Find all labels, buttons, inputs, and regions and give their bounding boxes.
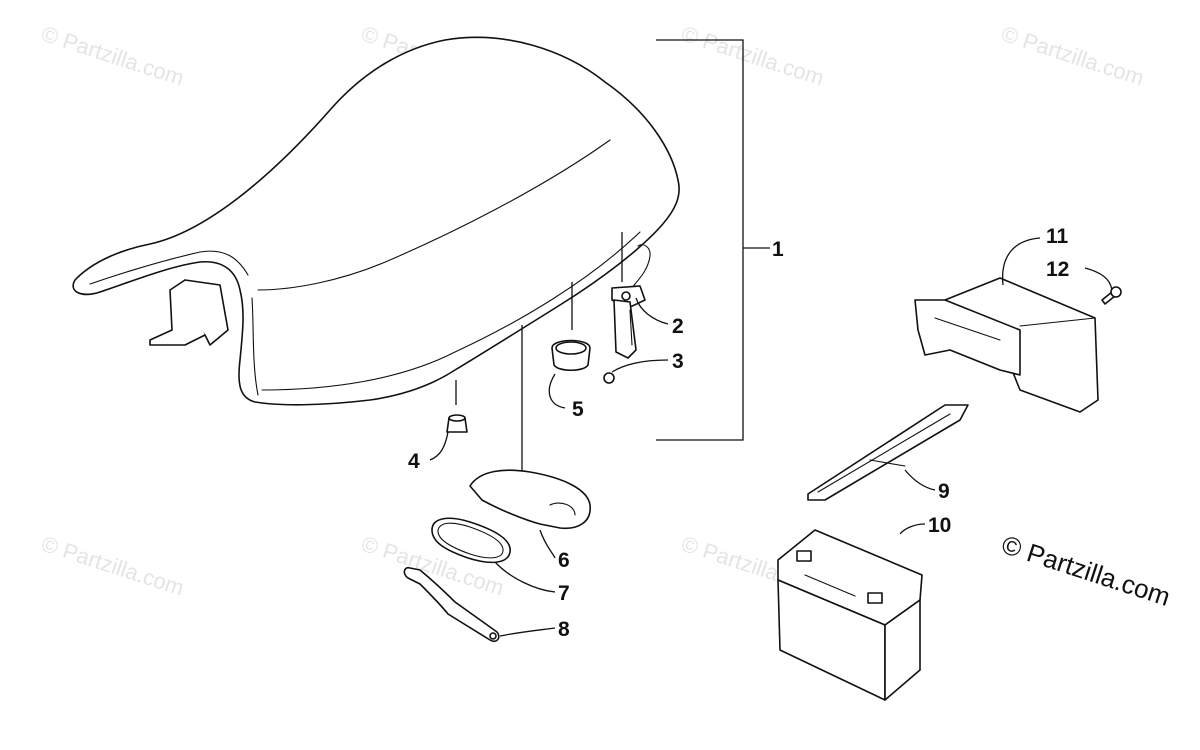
callout-2: 2	[672, 315, 684, 338]
callout-10: 10	[928, 514, 951, 537]
callout-7: 7	[558, 582, 570, 605]
callout-9: 9	[938, 480, 950, 503]
cover-plate-drawing	[469, 325, 591, 530]
gasket-drawing	[431, 517, 511, 564]
callout-labels: 1 2 3 4 5 6 7 8 9 10 11 12	[408, 225, 1069, 641]
callout-4: 4	[408, 450, 420, 473]
grommet-drawing	[446, 380, 468, 433]
seat-drawing	[72, 36, 680, 406]
watermark: © Partzilla.com	[38, 531, 187, 601]
callout-11: 11	[1046, 225, 1069, 248]
callout-12: 12	[1046, 258, 1069, 281]
strap-drawing	[807, 404, 969, 501]
nut-drawing	[603, 372, 615, 384]
watermark: © Partzilla.com	[38, 21, 187, 91]
callout-3: 3	[672, 350, 684, 373]
callout-5: 5	[572, 398, 584, 421]
spanner-drawing	[403, 566, 500, 643]
copyright-text: © Partzilla.com	[998, 529, 1174, 612]
watermark: © Partzilla.com	[678, 21, 827, 91]
callout-1: 1	[772, 238, 784, 261]
battery-box-drawing	[914, 277, 1099, 413]
bumper-drawing	[551, 282, 591, 372]
leader-lines	[429, 39, 1113, 637]
battery-drawing	[777, 529, 923, 701]
callout-6: 6	[558, 549, 570, 572]
watermark: © Partzilla.com	[998, 21, 1147, 91]
screw-drawing	[1101, 286, 1122, 305]
seat-latch-drawing	[611, 232, 651, 359]
callout-8: 8	[558, 618, 570, 641]
